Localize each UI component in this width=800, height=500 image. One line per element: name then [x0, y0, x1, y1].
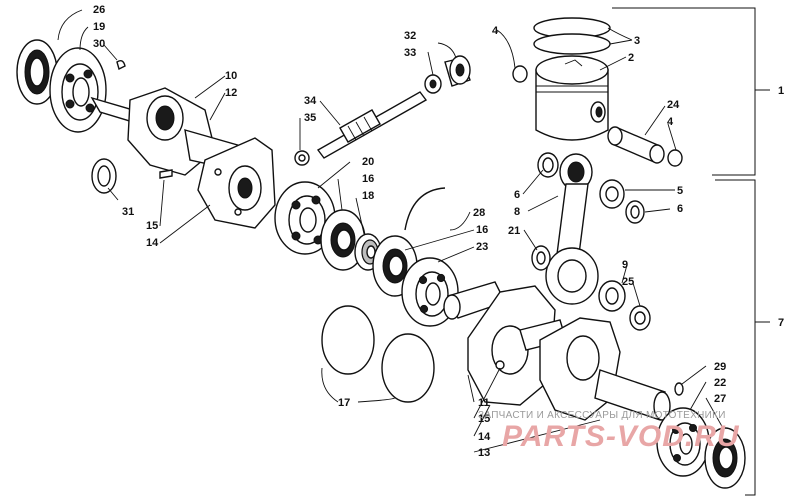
- callout-7: 7: [778, 317, 784, 329]
- callout-17: 17: [338, 397, 350, 409]
- callout-34: 34: [304, 95, 317, 107]
- callout-14-left: 14: [146, 237, 159, 249]
- washer-6-right: [625, 200, 645, 224]
- seal-32: [444, 55, 471, 87]
- circlip-4-left: [512, 65, 528, 83]
- callout-29: 29: [714, 361, 726, 373]
- callout-19: 19: [93, 21, 105, 33]
- bearing-19: [49, 47, 107, 133]
- callout-4-right: 4: [667, 116, 674, 128]
- callout-14-right: 14: [478, 431, 491, 443]
- bearing-20: [274, 181, 336, 255]
- callout-21: 21: [508, 225, 520, 237]
- callout-10: 10: [225, 70, 237, 82]
- callout-6-right: 6: [677, 203, 683, 215]
- watermark-brand: PARTS-VOD.RU: [502, 420, 740, 453]
- callout-16-lower: 16: [476, 224, 488, 236]
- callout-25: 25: [622, 276, 634, 288]
- callout-31: 31: [122, 206, 134, 218]
- piston-ring-3b: [533, 33, 611, 55]
- washer-31: [91, 158, 117, 194]
- callout-24: 24: [667, 99, 680, 111]
- bracket-1: [612, 7, 770, 176]
- callout-33: 33: [404, 47, 416, 59]
- crankshaft-left-half: [90, 87, 276, 229]
- callout-6-left: 6: [514, 189, 520, 201]
- needle-bearing-9: [598, 280, 626, 312]
- leader-lines: [57, 9, 725, 453]
- woodruff-key-30: [116, 59, 126, 71]
- callout-26: 26: [93, 4, 105, 16]
- drive-shaft-34: [316, 91, 428, 159]
- pin-15-left: [159, 169, 173, 179]
- oil-seal-26: [16, 39, 58, 105]
- callout-3: 3: [634, 35, 640, 47]
- connecting-rod-8: [545, 153, 599, 305]
- piston-pin-24: [607, 126, 665, 164]
- retaining-ring-28: [404, 187, 446, 231]
- key-29: [674, 382, 684, 396]
- ring-17-left: [321, 305, 375, 375]
- callout-30: 30: [93, 38, 105, 50]
- washer-21: [531, 245, 551, 271]
- washer-25: [629, 305, 651, 331]
- callout-28: 28: [473, 207, 485, 219]
- callout-9: 9: [622, 259, 628, 271]
- ring-17-right: [381, 333, 435, 403]
- watermark: ЗАПЧАСТИ И АКСЕССУАРЫ ДЛЯ МОТОТЕХНИКИ PA…: [478, 410, 740, 453]
- callout-2: 2: [628, 52, 634, 64]
- bearing-22: [656, 407, 710, 477]
- watermark-caption: ЗАПЧАСТИ И АКСЕССУАРЫ ДЛЯ МОТОТЕХНИКИ: [478, 410, 726, 421]
- oil-seal-27: [704, 427, 746, 489]
- callout-23: 23: [476, 241, 488, 253]
- callout-27: 27: [714, 393, 726, 405]
- callout-16-upper: 16: [362, 173, 374, 185]
- callout-15-left: 15: [146, 220, 158, 232]
- callout-12: 12: [225, 87, 237, 99]
- bushing-33: [424, 74, 442, 94]
- callout-22: 22: [714, 377, 726, 389]
- callout-8: 8: [514, 206, 520, 218]
- callout-15-right: 15: [478, 413, 490, 425]
- crankshaft-right-half: [443, 281, 671, 421]
- callout-13: 13: [478, 447, 490, 459]
- washer-35: [294, 150, 310, 166]
- callout-1: 1: [778, 85, 784, 97]
- bracket-7: [715, 179, 770, 496]
- callout-4-top: 4: [492, 25, 499, 37]
- needle-bearing-5: [599, 179, 625, 209]
- callout-11: 11: [478, 397, 490, 409]
- callout-35: 35: [304, 112, 316, 124]
- callout-32: 32: [404, 30, 416, 42]
- circlip-4-right: [667, 149, 683, 167]
- callout-20: 20: [362, 156, 374, 168]
- seal-16-upper: [320, 209, 366, 271]
- callout-18: 18: [362, 190, 374, 202]
- piston-2: [535, 55, 609, 141]
- callouts: 26 19 30 10 12 32 33 34 35 4 3 2 24 4 1 …: [93, 4, 784, 459]
- washer-6-top: [537, 152, 559, 178]
- callout-5: 5: [677, 185, 683, 197]
